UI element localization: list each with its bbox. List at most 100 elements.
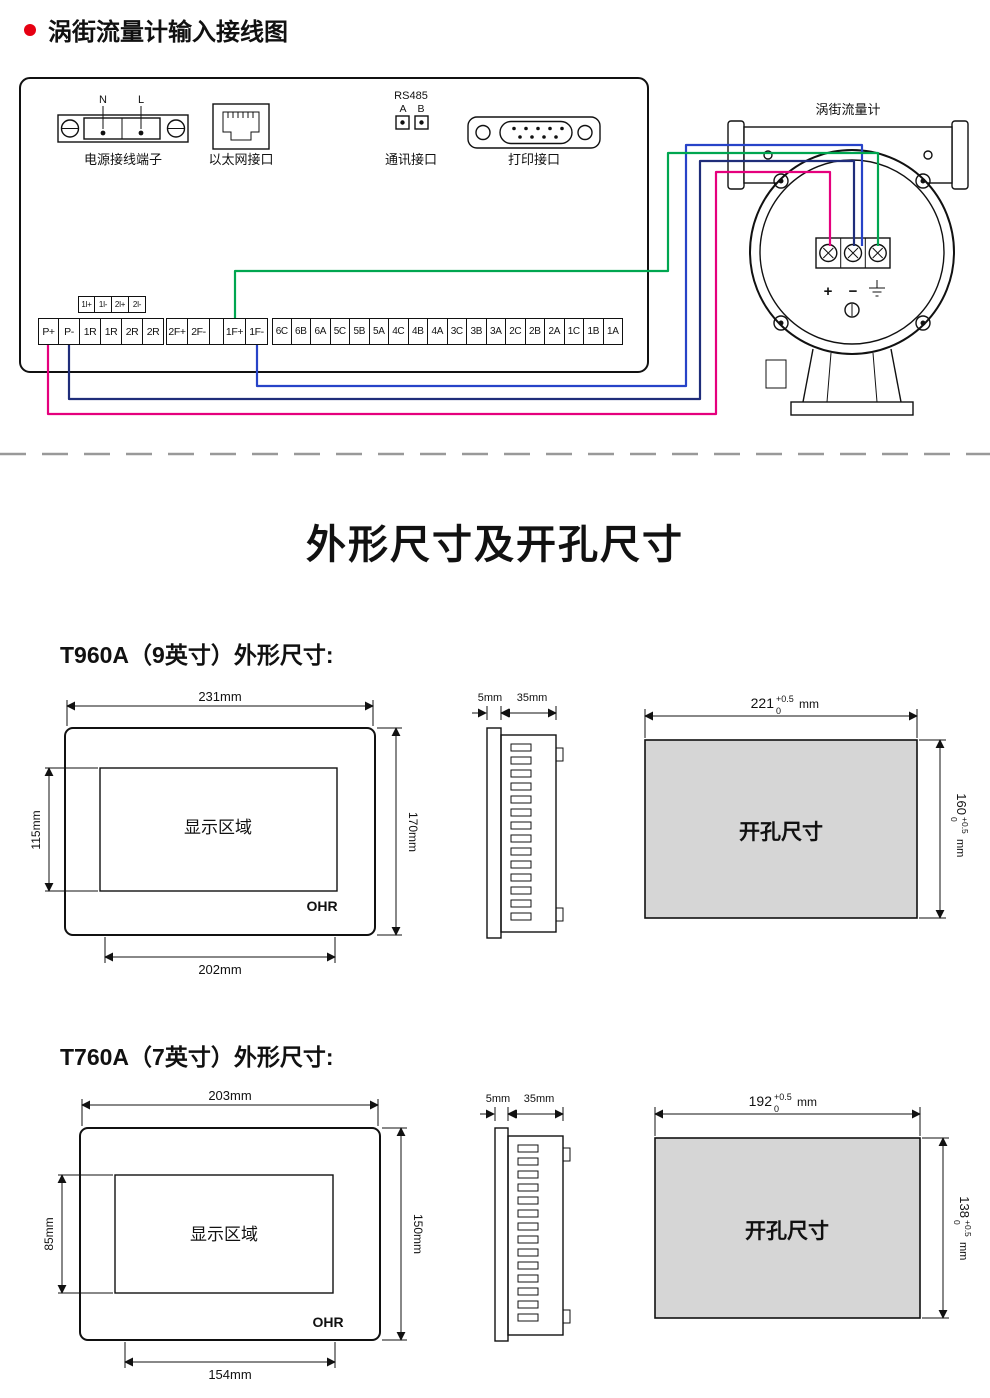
t760a-width-dim: 203mm bbox=[208, 1088, 251, 1103]
terminal-cell: 1I- bbox=[95, 296, 112, 313]
comm-connector-label: 通讯接口 bbox=[385, 152, 437, 167]
terminal-cell: 4A bbox=[428, 318, 448, 345]
t960a-cutout-height-tol-sup: +0.5 bbox=[960, 817, 970, 834]
terminal-plus-label: + bbox=[824, 283, 833, 300]
terminal-cell: 4C bbox=[389, 318, 409, 345]
t960a-heading: T960A（9英寸）外形尺寸: bbox=[60, 642, 334, 668]
power-l-label: L bbox=[138, 94, 144, 106]
terminal-strip-freq: 2F+2F- 1F+1F- bbox=[166, 318, 268, 345]
wire-magenta bbox=[46, 170, 832, 416]
terminal-minus-label: − bbox=[849, 283, 858, 300]
terminal-cell: 2A bbox=[545, 318, 565, 345]
terminal-cell: 1A bbox=[603, 318, 623, 345]
t960a-side-view: 5mm 35mm bbox=[472, 692, 564, 939]
printer-connector: 打印接口 bbox=[467, 116, 601, 167]
t960a-side-bezel-dim: 5mm bbox=[478, 692, 502, 704]
terminal-cell: 2R bbox=[122, 318, 143, 345]
terminal-cell: 1I+ bbox=[78, 296, 95, 313]
t760a-cutout-height-unit: mm bbox=[957, 1242, 969, 1260]
flowmeter-label: 涡街流量计 bbox=[815, 102, 880, 117]
t960a-bottom-width-dim: 202mm bbox=[198, 962, 241, 977]
t960a-cutout-width-tol-sub: 0 bbox=[776, 706, 781, 716]
terminal-cell: 1R bbox=[80, 318, 101, 345]
t960a-cutout-height-dim: 160 bbox=[954, 793, 969, 815]
t760a-cutout-height-dim-group: 138 +0.5 0 mm bbox=[952, 1196, 973, 1260]
t760a-cutout-label: 开孔尺寸 bbox=[745, 1219, 829, 1243]
t960a-front-view: 231mm 显示区域 OHR 115mm 170mm 202mm bbox=[29, 689, 420, 977]
t760a-bottom-width-dim: 154mm bbox=[208, 1367, 251, 1382]
terminal-cell: 2C bbox=[506, 318, 526, 345]
terminal-cell: 2R bbox=[143, 318, 164, 345]
ethernet-connector: 以太网接口 bbox=[208, 103, 274, 167]
t760a-heading: T760A（7英寸）外形尺寸: bbox=[60, 1044, 334, 1070]
t960a-cutout-height-unit: mm bbox=[954, 839, 966, 857]
earth-ground-icon bbox=[869, 280, 885, 297]
t760a-side-bezel-dim: 5mm bbox=[486, 1093, 510, 1105]
wiring-diagram: N L 电源接线端子 以太网接口 RS485 A B 通讯接口 bbox=[19, 77, 969, 416]
terminal-cell: 2F- bbox=[188, 318, 210, 345]
terminal-cell: 2I- bbox=[129, 296, 146, 313]
wiring-title-text: 涡街流量计输入接线图 bbox=[48, 19, 288, 46]
terminal-cell: 1R bbox=[101, 318, 122, 345]
t760a-cutout-height-tol-sub: 0 bbox=[952, 1220, 962, 1225]
t960a-display-area bbox=[99, 767, 338, 892]
rs485-a-label: A bbox=[399, 103, 406, 115]
terminal-cell: 3C bbox=[447, 318, 467, 345]
db9-icon bbox=[499, 120, 573, 145]
terminal-cell: 5A bbox=[369, 318, 389, 345]
ethernet-connector-label: 以太网接口 bbox=[208, 152, 273, 167]
terminal-cell: 2I+ bbox=[112, 296, 129, 313]
wire-blue bbox=[255, 143, 864, 388]
t760a-front-view: 203mm 显示区域 OHR 85mm 150mm 154mm bbox=[42, 1088, 425, 1382]
t960a-cutout-width-unit: mm bbox=[799, 697, 819, 711]
terminal-cell: 3A bbox=[486, 318, 506, 345]
dimensions-section-title: 外形尺寸及开孔尺寸 bbox=[306, 523, 684, 567]
t960a-display-height-dim: 115mm bbox=[29, 810, 43, 849]
printer-connector-label: 打印接口 bbox=[508, 152, 560, 167]
instrument-rear-panel bbox=[19, 77, 649, 373]
t760a-side-view: 5mm 35mm bbox=[480, 1093, 571, 1342]
terminal-cell bbox=[210, 318, 224, 345]
terminal-cell: 2B bbox=[525, 318, 545, 345]
terminal-cell: P+ bbox=[38, 318, 59, 345]
t760a-cutout-view: 192 +0.5 0 mm 开孔尺寸 138 +0.5 0 mm bbox=[654, 1092, 973, 1319]
terminal-cell: 6A bbox=[311, 318, 331, 345]
t960a-side-depth-dim: 35mm bbox=[517, 692, 548, 704]
terminal-cell: 1B bbox=[584, 318, 604, 345]
t960a-cutout-view: 221 +0.5 0 mm 开孔尺寸 160 +0.5 0 mm bbox=[644, 694, 970, 919]
t760a-display-area bbox=[114, 1174, 334, 1294]
t960a-cutout-width-dim: 221 bbox=[751, 695, 775, 711]
dashed-divider bbox=[0, 452, 990, 456]
t960a-cutout-height-dim-group: 160 +0.5 0 mm bbox=[949, 793, 970, 857]
t760a-cutout-width-tol-sub: 0 bbox=[774, 1104, 779, 1114]
t960a-cutout-height-tol-sub: 0 bbox=[949, 817, 959, 822]
terminal-cell: 5B bbox=[350, 318, 370, 345]
terminal-cell: 4B bbox=[408, 318, 428, 345]
t760a-display-height-dim: 85mm bbox=[42, 1217, 56, 1250]
terminal-cell: 1F+ bbox=[224, 318, 246, 345]
rj45-icon bbox=[222, 111, 260, 141]
terminal-cell: P- bbox=[59, 318, 80, 345]
terminal-cell: 5C bbox=[330, 318, 350, 345]
terminal-cell: 3B bbox=[467, 318, 487, 345]
t760a-dimension-drawing: 203mm 显示区域 OHR 85mm 150mm 154mm bbox=[42, 1088, 973, 1382]
terminal-cell: 1F- bbox=[246, 318, 268, 345]
terminal-cell: 2F+ bbox=[166, 318, 188, 345]
t960a-vent-slots bbox=[510, 743, 532, 921]
wire-green bbox=[233, 151, 880, 318]
t960a-brand-logo: OHR bbox=[306, 898, 337, 914]
power-connector: N L 电源接线端子 bbox=[57, 94, 189, 167]
t760a-cutout-rect bbox=[654, 1137, 921, 1319]
t960a-cutout-width-tol-sup: +0.5 bbox=[776, 694, 794, 704]
t760a-cutout-height-dim: 138 bbox=[957, 1196, 972, 1218]
comm-connector: RS485 A B 通讯接口 bbox=[385, 90, 437, 167]
t760a-display-label: 显示区域 bbox=[190, 1225, 258, 1244]
power-n-label: N bbox=[99, 94, 107, 106]
rs485-label: RS485 bbox=[394, 90, 428, 102]
terminal-cell: 1C bbox=[564, 318, 584, 345]
t760a-brand-logo: OHR bbox=[312, 1314, 343, 1330]
t960a-display-label: 显示区域 bbox=[184, 818, 252, 837]
